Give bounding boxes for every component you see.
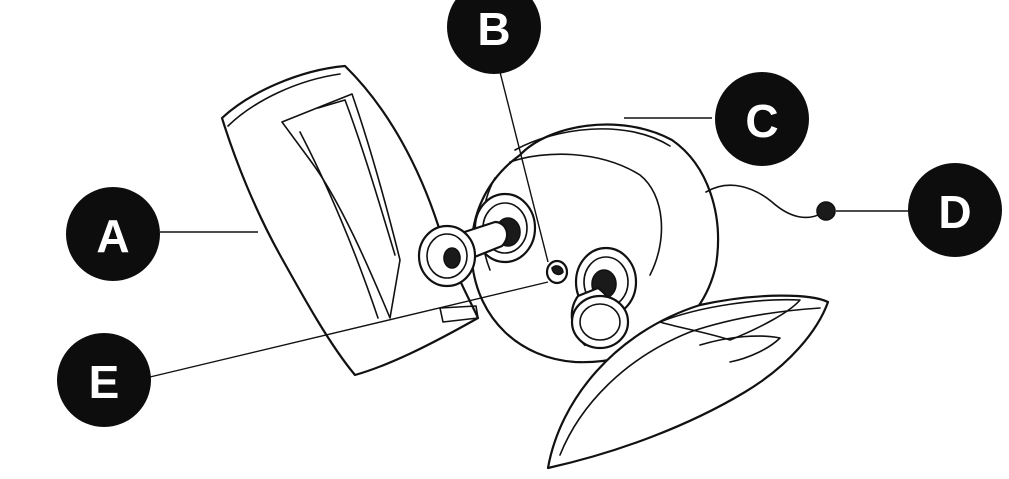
- power-cable: [705, 184, 825, 219]
- leader-line-b: [499, 71, 549, 263]
- callout-a-label: A: [96, 210, 129, 262]
- callout-b-label: B: [477, 3, 510, 55]
- callout-e-label: E: [89, 356, 120, 408]
- callout-d-label: D: [938, 186, 971, 238]
- callout-e: E: [57, 333, 151, 427]
- locking-knob: [545, 259, 569, 285]
- right-swivel-arm: [570, 286, 630, 350]
- callout-b: B: [447, 0, 541, 74]
- leader-line-e: [149, 281, 549, 378]
- right-light-head: [546, 294, 830, 470]
- callout-c-label: C: [745, 95, 778, 147]
- callout-a: A: [66, 187, 160, 281]
- cable-end: [816, 201, 836, 221]
- left-light-head: [220, 64, 480, 377]
- left-swivel-arm: [417, 220, 509, 288]
- callout-c: C: [715, 72, 809, 166]
- callout-d: D: [908, 163, 1002, 257]
